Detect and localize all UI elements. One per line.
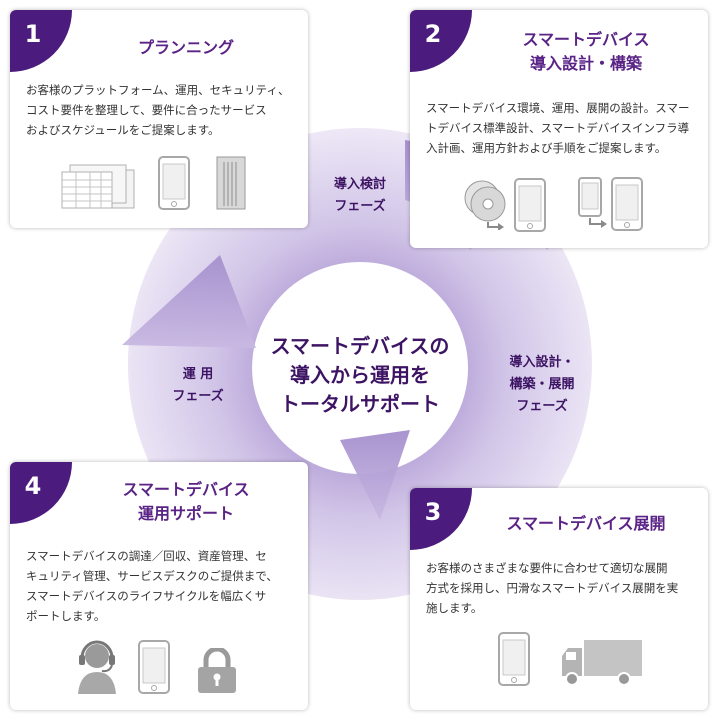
step-card-planning: 1 プランニング お客様のプラットフォーム、運用、セキュリティ、 コスト要件を整… — [10, 10, 308, 228]
disc-install-icon — [464, 180, 506, 230]
step-description: スマートデバイスの調達／回収、資産管理、セ キュリティ管理、サービスデスクのご提… — [26, 549, 278, 623]
phase-label-planning: 導入検討 フェーズ — [333, 177, 386, 214]
padlock-icon — [198, 648, 236, 693]
smartphone-icon — [498, 632, 530, 686]
step-title: スマートデバイス展開 — [506, 514, 666, 533]
step-card-operation-support: 4 スマートデバイス 運用サポート スマートデバイスの調達／回収、資産管理、セ … — [10, 462, 308, 710]
device-transfer-icon — [578, 177, 643, 231]
smartphone-icon — [138, 640, 170, 694]
step-card-design-build: 2 スマートデバイス 導入設計・構築 スマートデバイス環境、運用、展開の設計。ス… — [410, 10, 708, 248]
step-number-badge: 4 — [10, 462, 72, 524]
step-description: お客様のプラットフォーム、運用、セキュリティ、 コスト要件を整理して、要件に合っ… — [26, 83, 290, 137]
phase-label-operation: 運 用 フェーズ — [172, 367, 224, 404]
smartphone-icon — [158, 156, 190, 210]
step-title: スマートデバイス 運用サポート — [122, 480, 250, 523]
spreadsheet-documents-icon — [61, 164, 135, 209]
step-number-badge: 3 — [410, 488, 472, 550]
phase-label-deploy: 導入設計・ 構築・展開 フェーズ — [509, 355, 575, 414]
step-card-deployment: 3 スマートデバイス展開 お客様のさまざまな要件に合わせて適切な展開 方式を採用… — [410, 488, 708, 710]
step-title: スマートデバイス 導入設計・構築 — [522, 30, 650, 73]
step-description: スマートデバイス環境、運用、展開の設計。スマー トデバイス標準設計、スマートデバ… — [426, 101, 690, 155]
step-number-badge: 2 — [410, 10, 472, 72]
arrow-to-step1 — [122, 255, 256, 348]
smartphone-icon — [514, 178, 546, 232]
step-description: お客様のさまざまな要件に合わせて適切な展開 方式を採用し、円滑なスマートデバイス… — [426, 561, 679, 615]
arrow-to-step3 — [340, 430, 410, 520]
server-rack-icon — [216, 156, 246, 210]
delivery-truck-icon — [562, 640, 642, 686]
support-headset-icon — [78, 640, 116, 694]
step-title: プランニング — [137, 38, 234, 57]
center-title: スマートデバイスの 導入から運用を トータルサポート — [270, 334, 450, 416]
step-number-badge: 1 — [10, 10, 72, 72]
